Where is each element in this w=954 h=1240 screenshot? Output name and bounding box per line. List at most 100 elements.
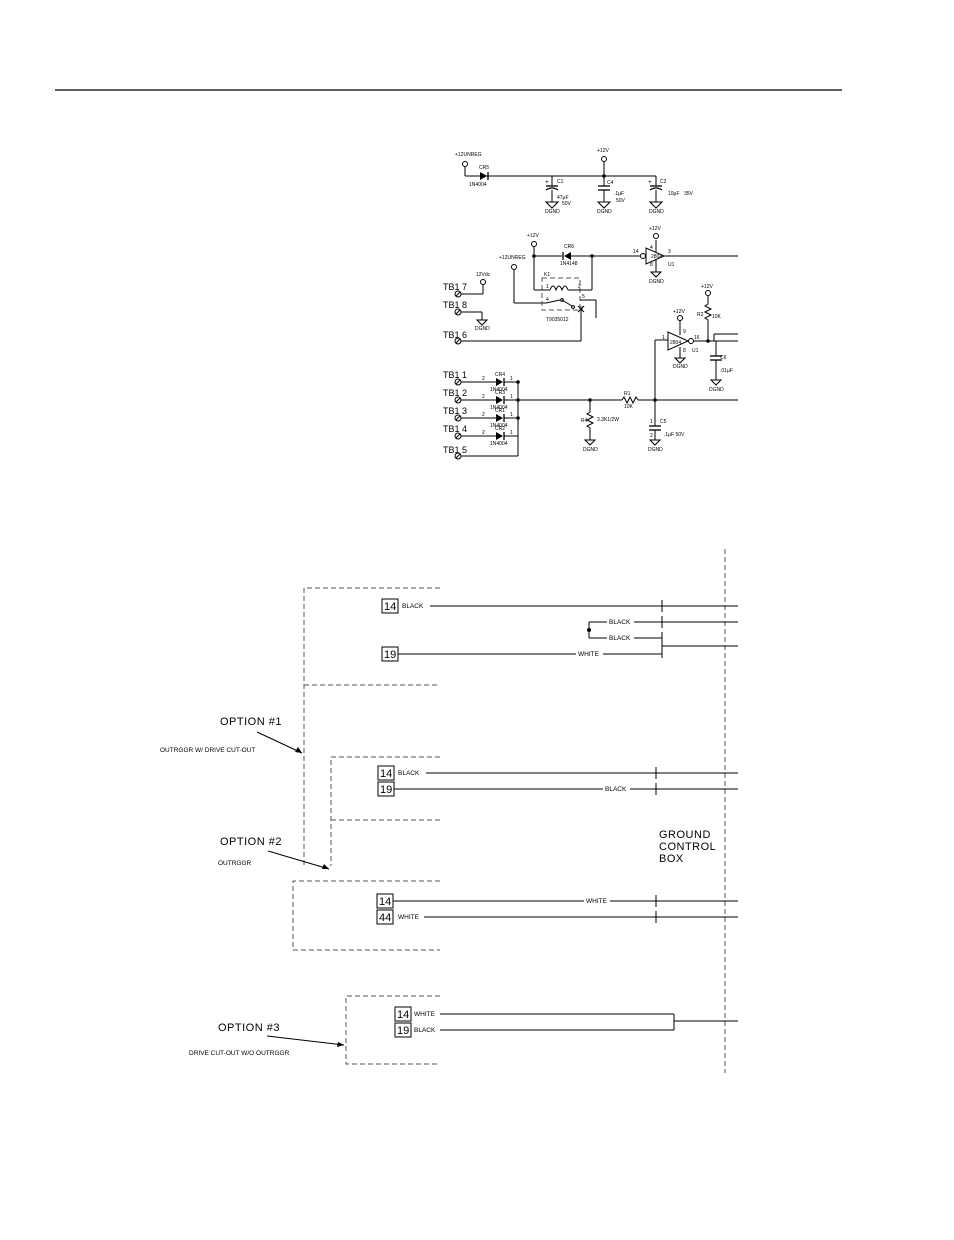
tb1-8-label: TB1 8 — [443, 300, 467, 310]
c5-gnd: DGND — [648, 447, 663, 453]
cr2-ref: CR2 — [495, 426, 505, 432]
c1-value: 47µF — [557, 195, 569, 201]
cr3-part: 1N4004 — [490, 405, 508, 411]
c5-value: .1µF 50V — [664, 432, 685, 438]
u1a-buffer — [640, 240, 738, 278]
tb1-6-label: TB1 6 — [443, 330, 467, 340]
k1-pin-3: 3 — [580, 306, 583, 312]
opt2-wire-black: BLACK — [605, 786, 627, 793]
option2b-boundary — [292, 880, 440, 951]
c2-capacitor — [648, 176, 664, 209]
c5-pin-2: 2 — [650, 433, 653, 439]
tb1-3-row: TB1 3 2 1 CR1 1N4004 — [443, 406, 518, 429]
c1-ref: C1 — [557, 179, 564, 185]
v12-terminal-u1b — [677, 315, 683, 321]
v12dc-label: 12Vdc — [476, 272, 491, 278]
tb1-4-label: TB1 4 — [443, 424, 467, 434]
k1-relay — [534, 277, 597, 341]
opt3-pin-14: 14 — [394, 1006, 412, 1022]
ground-box-line-1: GROUND — [659, 829, 711, 841]
opt2-pin-14: 14 — [377, 765, 395, 781]
c2-ref: C2 — [660, 179, 667, 185]
opt2b-pin-14-num: 14 — [379, 896, 391, 908]
c4-capacitor — [596, 176, 612, 209]
v12-label-r2: +12V — [701, 284, 713, 290]
tb1-7-label: TB1 7 — [443, 282, 467, 292]
r1-resistor — [621, 395, 738, 405]
c2-polarity: + — [648, 179, 652, 186]
opt1-pin-14: 14 — [381, 598, 399, 614]
tb1-5-label: TB1 5 — [443, 445, 467, 455]
tb1-1-label: TB1 1 — [443, 370, 467, 380]
k1-pin-2: 2 — [578, 284, 581, 290]
u1a-pin-in: 14 — [633, 249, 639, 255]
u1a-part: 2804 — [651, 254, 662, 260]
cr3-ref: CR3 — [495, 390, 505, 396]
opt2-pin-14-num: 14 — [380, 768, 392, 780]
c4-value: .1µF — [614, 191, 624, 197]
opt1-wire-white: WHITE — [578, 651, 600, 658]
unreg-label-relay: +12UNREG — [499, 255, 526, 261]
unreg-terminal — [462, 161, 468, 167]
unreg-terminal-relay — [511, 264, 517, 270]
tb1-4-row: TB1 4 2 1 CR2 1N4004 — [443, 424, 518, 447]
tb1-2-label: TB1 2 — [443, 388, 467, 398]
tb1-1-row: TB1 1 2 1 CR4 1N4004 — [443, 370, 518, 393]
option1-title: OPTION #1 — [220, 716, 282, 728]
u1a-pin-out: 3 — [668, 249, 671, 255]
c1-polarity: + — [545, 179, 549, 186]
opt3-pin-19-color: BLACK — [414, 1027, 436, 1034]
cr1-ref: CR1 — [495, 408, 505, 414]
c6-capacitor — [709, 341, 723, 386]
u1a-pin-gnd: 8 — [650, 262, 653, 268]
v12-terminal-u1a — [653, 233, 659, 239]
option3-boundary — [345, 995, 440, 1065]
option3-title: OPTION #3 — [218, 1022, 280, 1034]
schematic: +12UNREG CR5 1N4004 + C1 47µF 50V DGND +… — [443, 148, 738, 460]
opt1-pin-14-num: 14 — [384, 601, 396, 613]
u1b-pin-in: 1 — [662, 335, 665, 341]
opt2b-pin-44-color: WHITE — [398, 914, 420, 921]
r2-value: 10K — [712, 314, 722, 320]
tb1-3-label: TB1 3 — [443, 406, 467, 416]
option2-title: OPTION #2 — [220, 836, 282, 848]
k1-ref: K1 — [544, 272, 550, 278]
r1-value: 10K — [624, 404, 634, 410]
opt1-pin-19-num: 19 — [384, 649, 396, 661]
tb1-2-row: TB1 2 2 1 CR3 1N4004 — [443, 388, 518, 411]
option2-leader — [267, 850, 330, 870]
c6-value: .01µF — [720, 368, 733, 374]
option2-boundary — [330, 756, 440, 866]
option2-desc: OUTRGGR — [218, 860, 252, 867]
cr4-ref: CR4 — [495, 372, 505, 378]
v12-terminal-relay — [531, 241, 537, 247]
v12-label-u1a: +12V — [649, 226, 661, 232]
u1b-gnd: DGND — [673, 364, 688, 370]
opt2-pin-19-num: 19 — [380, 784, 392, 796]
cr3-pin-k: 1 — [510, 394, 513, 400]
opt1-pin-14-color: BLACK — [402, 603, 424, 610]
u1b-pin-gnd: 8 — [683, 348, 686, 354]
c4-ref: C4 — [607, 180, 614, 186]
c1-capacitor — [544, 176, 560, 209]
c6-ref: C6 — [720, 355, 727, 361]
opt2b-wire-white: WHITE — [586, 898, 608, 905]
opt2b-pin-14: 14 — [376, 893, 394, 909]
cr5-ref: CR5 — [479, 165, 489, 171]
opt1-wire-black-2: BLACK — [609, 635, 631, 642]
tb1-5-row: TB1 5 — [443, 445, 518, 460]
v12-label-u1b: +12V — [673, 309, 685, 315]
opt2b-pin-44: 44 — [376, 909, 394, 925]
cr2-pin-a: 2 — [482, 430, 485, 436]
c1-gnd: DGND — [545, 209, 560, 215]
r2-ref: R2 — [697, 312, 704, 318]
cr4-pin-k: 1 — [510, 376, 513, 382]
u1a-pin-9: 4 — [650, 245, 653, 251]
opt1-pin-19: 19 — [381, 646, 399, 662]
c5-pin-1: 1 — [650, 419, 653, 425]
option1-leader — [256, 731, 303, 754]
cr1-pin-k: 1 — [510, 412, 513, 418]
option3-desc: DRIVE CUT-OUT W/O OUTRGGR — [189, 1050, 290, 1057]
r4-gnd: DGND — [583, 447, 598, 453]
